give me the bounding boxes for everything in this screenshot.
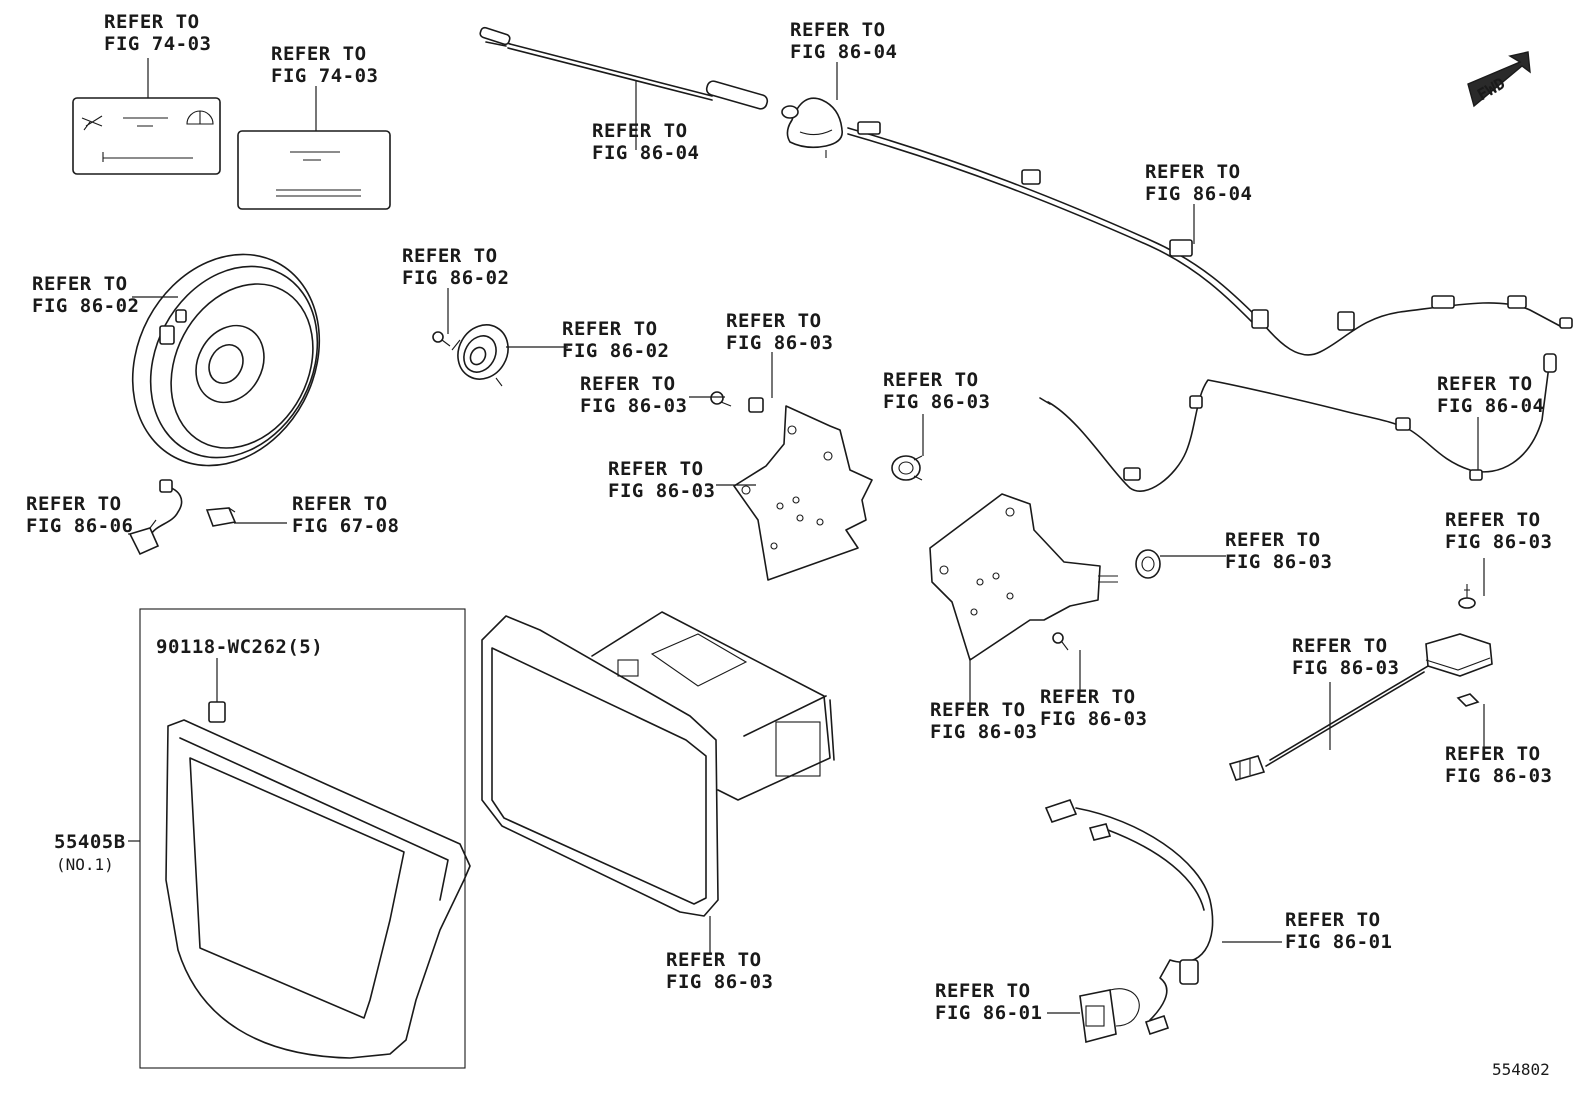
module-screw-drawing <box>1458 584 1476 609</box>
callout-wire-harness-right-fig: FIG 86-04 <box>1437 395 1544 417</box>
callout-bushing-left-prefix: REFER TO <box>883 369 979 391</box>
bushing-right-drawing <box>1135 549 1161 579</box>
clip-part-number: 90118-WC262(5) <box>156 636 323 658</box>
tweeter-screw-drawing <box>432 331 451 347</box>
callout-bracket-right-fig: FIG 86-03 <box>930 721 1037 743</box>
callout-speaker-fig: FIG 86-02 <box>32 295 139 317</box>
callout-speaker-prefix: REFER TO <box>32 273 128 295</box>
callout-decal-1-prefix: REFER TO <box>104 11 200 33</box>
callout-module-screw-fig: FIG 86-03 <box>1445 531 1552 553</box>
bracket-left-drawing <box>733 405 873 581</box>
bezel-part-note: (NO.1) <box>56 855 114 874</box>
bezel-part-number: 55405B <box>54 831 126 853</box>
callout-antenna-cable-prefix: REFER TO <box>1145 161 1241 183</box>
decal-2-drawing <box>237 130 391 210</box>
switch-cover-drawing <box>205 507 237 527</box>
bezel-drawing <box>139 608 471 1069</box>
callout-module-clip-fig: FIG 86-03 <box>1445 765 1552 787</box>
callout-display-unit-fig: FIG 86-03 <box>666 971 773 993</box>
callout-bulb-socket-prefix: REFER TO <box>26 493 122 515</box>
callout-decal-2-fig: FIG 74-03 <box>271 65 378 87</box>
speaker-drawing <box>131 253 321 467</box>
callout-antenna-cable-fig: FIG 86-04 <box>1145 183 1252 205</box>
callout-bracket-screw-prefix: REFER TO <box>580 373 676 395</box>
callout-bracket-right-screw-fig: FIG 86-03 <box>1040 708 1147 730</box>
antenna-rod-drawing <box>479 26 769 110</box>
bracket-right-drawing <box>929 493 1118 661</box>
callout-bushing-left-fig: FIG 86-03 <box>883 391 990 413</box>
antenna-base-drawing <box>781 97 843 158</box>
module-clip-drawing <box>1456 693 1480 707</box>
module-cable-drawing <box>1228 633 1493 781</box>
callout-tweeter-screw-fig: FIG 86-02 <box>402 267 509 289</box>
callout-antenna-rod-fig: FIG 86-04 <box>592 142 699 164</box>
callout-bushing-right-prefix: REFER TO <box>1225 529 1321 551</box>
fwd-arrow-icon: FWD <box>1467 51 1531 108</box>
callout-module-cable-fig: FIG 86-03 <box>1292 657 1399 679</box>
callout-antenna-base-prefix: REFER TO <box>790 19 886 41</box>
usb-harness-drawing <box>1044 799 1214 1036</box>
decal-1-drawing <box>72 97 221 175</box>
callout-bracket-left-fig: FIG 86-03 <box>608 480 715 502</box>
bracket-screw-drawing <box>710 391 732 407</box>
diagram-number: 554802 <box>1492 1060 1550 1079</box>
callout-bracket-screw-fig: FIG 86-03 <box>580 395 687 417</box>
callout-bracket-right-screw-prefix: REFER TO <box>1040 686 1136 708</box>
callout-module-cable-prefix: REFER TO <box>1292 635 1388 657</box>
callout-bracket-left-prefix: REFER TO <box>608 458 704 480</box>
leader-lines <box>128 58 1485 1014</box>
callout-usb-harness-fig: FIG 86-01 <box>1285 931 1392 953</box>
antenna-cable-drawing <box>847 121 1573 356</box>
callout-antenna-rod-prefix: REFER TO <box>592 120 688 142</box>
callout-tweeter-prefix: REFER TO <box>562 318 658 340</box>
callout-decal-1-fig: FIG 74-03 <box>104 33 211 55</box>
callout-module-clip-prefix: REFER TO <box>1445 743 1541 765</box>
bulb-socket-drawing <box>128 479 183 556</box>
callout-bulb-socket-fig: FIG 86-06 <box>26 515 133 537</box>
callout-module-screw-prefix: REFER TO <box>1445 509 1541 531</box>
usb-port-drawing <box>1079 988 1140 1044</box>
display-unit-drawing <box>481 611 835 917</box>
callout-decal-2-prefix: REFER TO <box>271 43 367 65</box>
wire-harness-right-drawing <box>1039 353 1557 492</box>
callout-usb-harness-prefix: REFER TO <box>1285 909 1381 931</box>
bracket-clip-drawing <box>748 397 764 413</box>
callout-bracket-clip-fig: FIG 86-03 <box>726 332 833 354</box>
bushing-left-drawing <box>891 455 923 481</box>
bracket-right-screw-drawing <box>1052 632 1069 651</box>
tweeter-drawing <box>451 324 509 387</box>
callout-switch-cover-fig: FIG 67-08 <box>292 515 399 537</box>
callout-bracket-right-prefix: REFER TO <box>930 699 1026 721</box>
callout-wire-harness-right-prefix: REFER TO <box>1437 373 1533 395</box>
callout-switch-cover-prefix: REFER TO <box>292 493 388 515</box>
callout-bushing-right-fig: FIG 86-03 <box>1225 551 1332 573</box>
callout-tweeter-screw-prefix: REFER TO <box>402 245 498 267</box>
callout-tweeter-fig: FIG 86-02 <box>562 340 669 362</box>
callout-antenna-base-fig: FIG 86-04 <box>790 41 897 63</box>
callout-usb-port-prefix: REFER TO <box>935 980 1031 1002</box>
callout-bracket-clip-prefix: REFER TO <box>726 310 822 332</box>
callout-display-unit-prefix: REFER TO <box>666 949 762 971</box>
callout-usb-port-fig: FIG 86-01 <box>935 1002 1042 1024</box>
